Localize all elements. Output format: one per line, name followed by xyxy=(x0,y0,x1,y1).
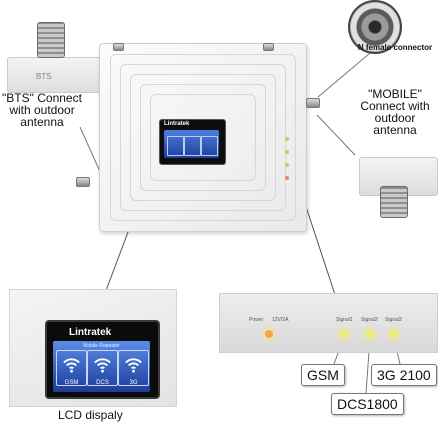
led-label-signal1: Signal1 xyxy=(336,317,353,323)
led-zoom-panel xyxy=(219,293,438,353)
wifi-signal-icon xyxy=(125,358,142,373)
lcd-brand: Lintratek xyxy=(69,327,112,338)
band-tag-gsm: GSM xyxy=(301,364,345,386)
lcd-band-dcs: DCS xyxy=(87,350,118,386)
signal3-led xyxy=(390,330,398,338)
band-tag-dcs1800: DCS1800 xyxy=(331,393,404,415)
mobile-n-connector-icon xyxy=(380,186,408,218)
led-label-power: Power xyxy=(249,317,264,323)
bts-antenna-label: BTS xyxy=(36,72,52,81)
lcd-small-band-cell xyxy=(201,136,218,156)
lcd-band-3g: 3G xyxy=(118,350,149,386)
bts-annotation: "BTS" Connect with outdoor antenna xyxy=(2,91,82,129)
bts-n-connector-icon xyxy=(37,22,65,58)
power-led xyxy=(265,330,273,338)
repeater-unit: Lintratek xyxy=(99,43,307,232)
top-connector-icon xyxy=(113,43,124,51)
side-led-strip xyxy=(280,137,294,207)
bts-outdoor-antenna xyxy=(7,57,101,93)
signal2-led xyxy=(366,330,374,338)
bts-port-connector-icon xyxy=(76,177,90,187)
signal1-led xyxy=(340,330,348,338)
wifi-signal-icon xyxy=(94,358,111,373)
lcd-brand-small: Lintratek xyxy=(164,121,190,127)
top-connector-icon xyxy=(263,43,274,51)
lcd-band-gsm: GSM xyxy=(56,350,87,386)
lcd-small-band-cell xyxy=(184,136,201,156)
wifi-signal-icon xyxy=(63,358,80,373)
lcd-band-label: DCS xyxy=(96,380,109,386)
lcd-display-closeup: Lintratek Mobile Repeater GSM DCS xyxy=(45,320,160,399)
lcd-small-band-cell xyxy=(167,136,184,156)
lcd-subtitle: Mobile Repeater xyxy=(83,343,120,349)
n-female-connector-icon xyxy=(350,2,400,52)
mobile-port-connector-icon xyxy=(306,98,320,108)
n-connector-label: N female connector xyxy=(357,43,433,52)
led-label-signal2: Signal2 xyxy=(361,317,378,323)
mobile-annotation: "MOBILE" Connect with outdoor antenna xyxy=(360,87,430,137)
repeater-lcd-display: Lintratek xyxy=(159,119,226,165)
led-label-signal3: Signal3 xyxy=(385,317,402,323)
lcd-band-label: 3G xyxy=(129,380,138,386)
led-label-voltage: 12V/2A xyxy=(272,317,289,323)
lcd-caption: LCD dispaly xyxy=(58,408,123,422)
band-tag-3g2100: 3G 2100 xyxy=(371,364,437,386)
lcd-band-label: GSM xyxy=(64,380,79,386)
